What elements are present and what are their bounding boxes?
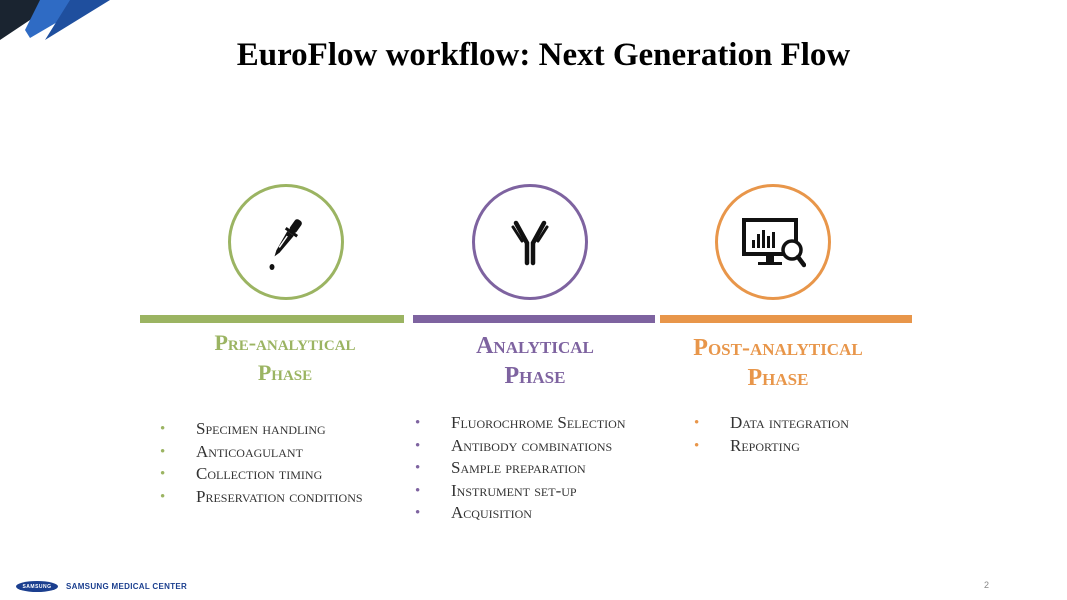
pre-analytical-circle xyxy=(228,184,344,300)
list-item: •Anticoagulant xyxy=(160,441,303,461)
post-analytical-circle xyxy=(715,184,831,300)
list-item: •Preservation conditions xyxy=(160,486,363,506)
post-analytical-list: •Data integration •Reporting xyxy=(694,412,849,457)
analytical-circle xyxy=(472,184,588,300)
list-item: •Acquisition xyxy=(415,503,532,522)
list-item: •Reporting xyxy=(694,435,800,455)
organization-name: SAMSUNG MEDICAL CENTER xyxy=(66,582,188,591)
footer-logo: SAMSUNG SAMSUNG MEDICAL CENTER xyxy=(16,581,187,592)
post-analytical-heading-line1: Post-analytical xyxy=(693,335,863,361)
pre-analytical-bar xyxy=(140,315,404,323)
list-item: •Fluorochrome Selection xyxy=(415,413,626,432)
samsung-logo: SAMSUNG xyxy=(16,581,58,592)
post-analytical-bar xyxy=(660,315,912,323)
list-item: •Instrument set-up xyxy=(415,480,577,500)
analytical-list: •Fluorochrome Selection •Antibody combin… xyxy=(415,412,625,525)
analytical-bar xyxy=(413,315,655,323)
post-analytical-heading: Post-analytical Phase xyxy=(668,333,888,393)
data-analysis-monitor-icon xyxy=(742,218,806,268)
pre-analytical-heading: Pre-analytical Phase xyxy=(180,328,390,388)
analytical-heading-line1: Analytical xyxy=(476,333,594,359)
list-item: •Sample preparation xyxy=(415,458,586,477)
list-item: •Specimen handling xyxy=(160,419,326,438)
list-item: •Antibody combinations xyxy=(415,435,613,455)
pre-analytical-heading-line2: Phase xyxy=(257,360,313,385)
analytical-heading-line2: Phase xyxy=(504,363,566,389)
list-item: •Collection timing xyxy=(160,464,323,483)
post-analytical-heading-line2: Phase xyxy=(747,365,809,391)
corner-decoration xyxy=(0,0,110,40)
analytical-heading: Analytical Phase xyxy=(430,331,640,391)
pre-analytical-heading-line1: Pre-analytical xyxy=(214,330,356,355)
list-item: •Data integration xyxy=(694,413,849,432)
antibody-icon xyxy=(511,220,549,266)
page-number: 2 xyxy=(984,580,990,590)
pre-analytical-list: •Specimen handling •Anticoagulant •Colle… xyxy=(160,418,363,508)
slide-title: EuroFlow workflow: Next Generation Flow xyxy=(236,37,851,73)
pipette-dropper-icon xyxy=(269,219,302,270)
